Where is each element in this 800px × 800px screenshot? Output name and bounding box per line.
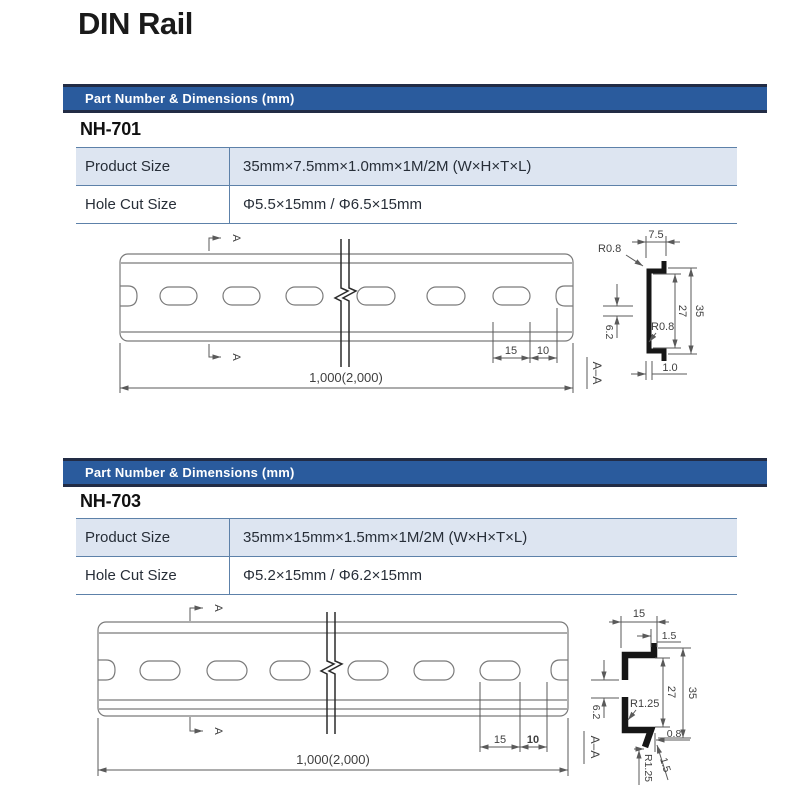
section-marker-letter: A — [212, 727, 224, 735]
section1-header-text: Part Number & Dimensions (mm) — [85, 91, 295, 106]
table-row: Hole Cut Size Φ5.2×15mm / Φ6.2×15mm — [76, 556, 737, 594]
table-row: Product Size 35mm×7.5mm×1.0mm×1M/2M (W×H… — [76, 148, 737, 185]
lip-thickness2-dim: 1.5 — [657, 756, 673, 774]
cross-section: 15 1.5 27 35 6.2 R1.25 — [590, 608, 698, 785]
row-value: Φ5.2×15mm / Φ6.2×15mm — [243, 567, 423, 584]
hole-height-dim: 6.2 — [590, 705, 602, 720]
rail-profile — [646, 261, 667, 361]
rail-top-view — [97, 612, 569, 734]
hole-height-dim: 6.2 — [603, 325, 615, 340]
edge-notch-left — [120, 285, 138, 307]
slot-gap-dim: 10 — [527, 734, 539, 746]
radius-inner-label: R0.8 — [651, 321, 674, 333]
section2-header-bar: Part Number & Dimensions (mm) — [63, 458, 767, 487]
row-label: Hole Cut Size — [76, 557, 230, 594]
section2-header-text: Part Number & Dimensions (mm) — [85, 465, 295, 480]
inner-height-dim: 27 — [676, 305, 688, 317]
row-label: Hole Cut Size — [76, 186, 230, 223]
cross-section: 7.5 R0.8 27 35 6.2 R0.8 — [586, 229, 705, 389]
section-view-label: A–A — [588, 736, 602, 759]
table-row: Hole Cut Size Φ5.5×15mm / Φ6.5×15mm — [76, 185, 737, 223]
section2-technical-drawing: A A 15 10 1,000(2,000) A–A — [97, 604, 698, 785]
radius-lip-label: R1.25 — [642, 754, 654, 782]
section1-part-number: NH-701 — [80, 119, 141, 139]
lip-thickness-dim: 1.5 — [662, 630, 677, 642]
break-symbol — [333, 239, 358, 367]
mounting-slots — [159, 286, 531, 306]
row-label: Product Size — [76, 148, 230, 185]
length-dim: 1,000(2,000) — [309, 370, 383, 385]
flange-width-dim: 15 — [633, 608, 645, 620]
section1-header-bar: Part Number & Dimensions (mm) — [63, 84, 767, 113]
section-view-label: A–A — [590, 362, 604, 385]
section2-spec-table: Product Size 35mm×15mm×1.5mm×1M/2M (W×H×… — [76, 518, 737, 595]
section1-spec-table: Product Size 35mm×7.5mm×1.0mm×1M/2M (W×H… — [76, 147, 737, 224]
row-value: 35mm×7.5mm×1.0mm×1M/2M (W×H×T×L) — [243, 158, 532, 175]
edge-notch-right — [550, 659, 568, 681]
slot-width-dim: 15 — [494, 734, 506, 746]
section2-part-number: NH-703 — [80, 491, 141, 511]
edge-notch-left — [98, 659, 116, 681]
break-symbol — [319, 612, 344, 734]
section-marker-bottom: A — [189, 717, 224, 735]
radius-top-label: R0.8 — [598, 243, 621, 255]
edge-notch-right — [555, 285, 573, 307]
section-marker-top: A — [189, 604, 224, 621]
mounting-slots — [139, 660, 521, 681]
lip-offset-dim: 0.8 — [667, 728, 682, 740]
row-value: Φ5.5×15mm / Φ6.5×15mm — [243, 196, 423, 213]
dim-slot-pitch: 15 10 — [479, 682, 548, 752]
flange-width-dim: 7.5 — [648, 229, 663, 241]
section-marker-letter: A — [230, 234, 242, 242]
overall-height-dim: 35 — [693, 305, 705, 317]
slot-width-dim: 15 — [505, 345, 517, 357]
table-row: Product Size 35mm×15mm×1.5mm×1M/2M (W×H×… — [76, 519, 737, 556]
slot-gap-dim: 10 — [537, 345, 549, 357]
dim-slot-pitch: 15 10 — [492, 308, 558, 363]
section1-technical-drawing: A A 15 10 1,000(2,000) — [119, 229, 705, 393]
profile-hole-cut — [620, 680, 630, 697]
dim-overall-length: 1,000(2,000) — [119, 343, 574, 393]
section-marker-letter: A — [230, 353, 242, 361]
section-marker-bottom: A — [208, 344, 242, 361]
thickness-dim: 1.0 — [662, 362, 677, 374]
section-marker-top: A — [208, 234, 242, 251]
row-value: 35mm×15mm×1.5mm×1M/2M (W×H×T×L) — [243, 529, 528, 546]
rail-top-view — [119, 239, 574, 367]
length-dim: 1,000(2,000) — [296, 752, 370, 767]
page-title: DIN Rail — [78, 6, 193, 41]
row-label: Product Size — [76, 519, 230, 556]
inner-height-dim: 27 — [665, 686, 677, 698]
radius-inner-label: R1.25 — [630, 698, 659, 710]
section-marker-letter: A — [212, 604, 224, 612]
overall-height-dim: 35 — [686, 687, 698, 699]
dim-overall-length: 1,000(2,000) — [97, 718, 569, 776]
